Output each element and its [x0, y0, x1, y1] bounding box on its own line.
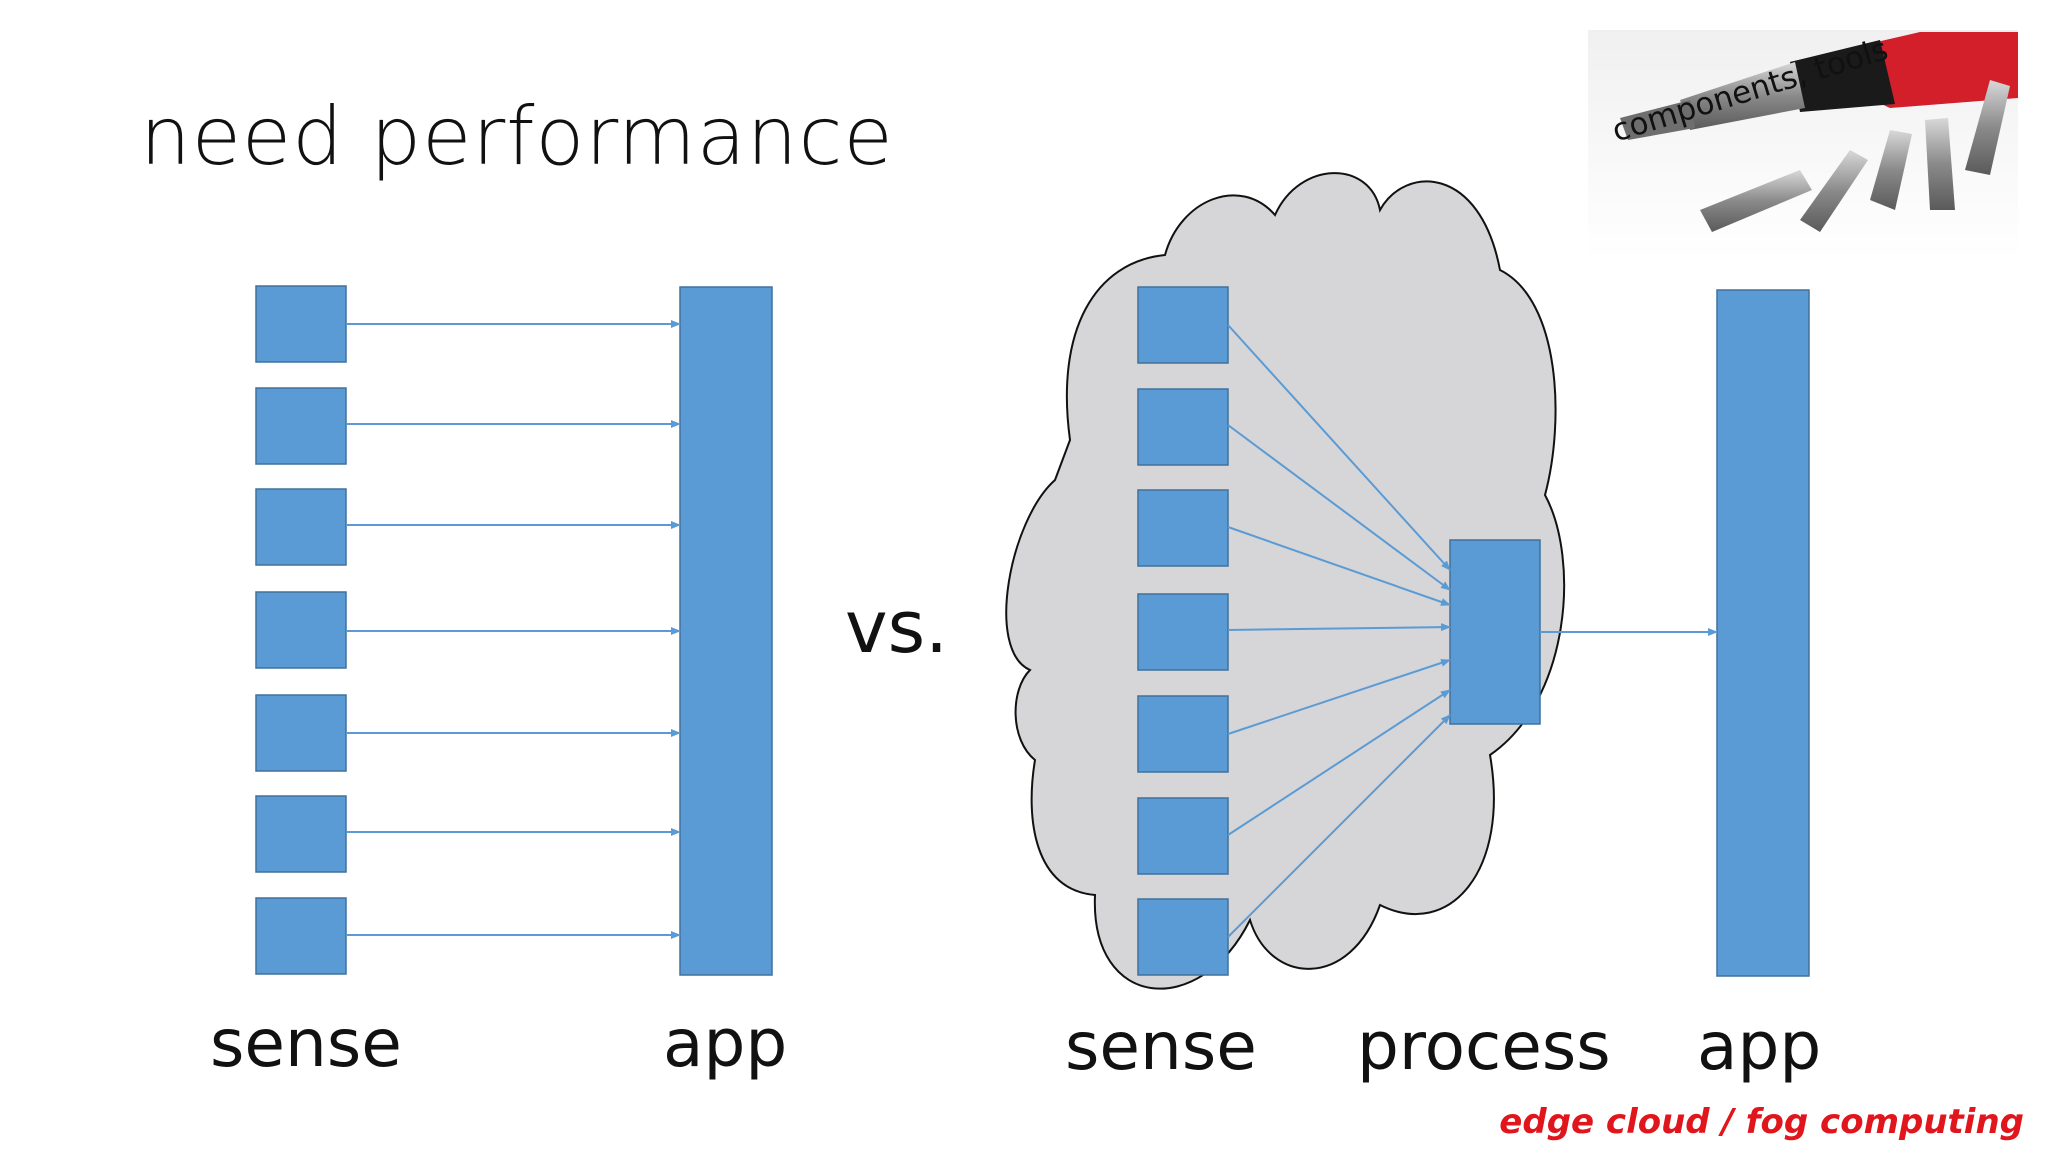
- right-sensor-6: [1137, 689, 1451, 875]
- right-sensor-5: [1137, 659, 1451, 773]
- right-sensor-4: [1137, 593, 1451, 671]
- edge-cloud-shape: [1005, 172, 1566, 990]
- right-app-bar: [1716, 289, 1810, 977]
- left-sensor-6: [255, 795, 681, 873]
- right-sensor-3: [1137, 489, 1451, 606]
- left-sensor-2: [255, 387, 681, 465]
- screwdriver-bits-icon: [1588, 30, 2018, 260]
- right-sensor-2: [1137, 388, 1451, 591]
- right-app-label: app: [1697, 1008, 1822, 1085]
- left-app-label: app: [663, 1005, 788, 1082]
- slide-title: need performance: [140, 90, 894, 183]
- left-sensor-4: [255, 591, 681, 669]
- left-diagram: [255, 285, 773, 976]
- right-sense-label: sense: [1065, 1008, 1257, 1085]
- left-sensor-1: [255, 285, 681, 363]
- left-sensor-3: [255, 488, 681, 566]
- left-app-bar: [679, 286, 773, 976]
- left-sensor-7: [255, 897, 681, 975]
- vs-label: vs.: [845, 585, 949, 669]
- footnote-edge-fog: edge cloud / fog computing: [1499, 1102, 2024, 1142]
- process-box: [1449, 539, 1541, 725]
- right-diagram: [1137, 286, 1810, 977]
- right-sensor-7: [1137, 714, 1451, 976]
- left-sense-label: sense: [210, 1005, 402, 1082]
- left-sensor-5: [255, 694, 681, 772]
- right-sensor-1: [1137, 286, 1451, 571]
- right-process-label: process: [1357, 1008, 1611, 1085]
